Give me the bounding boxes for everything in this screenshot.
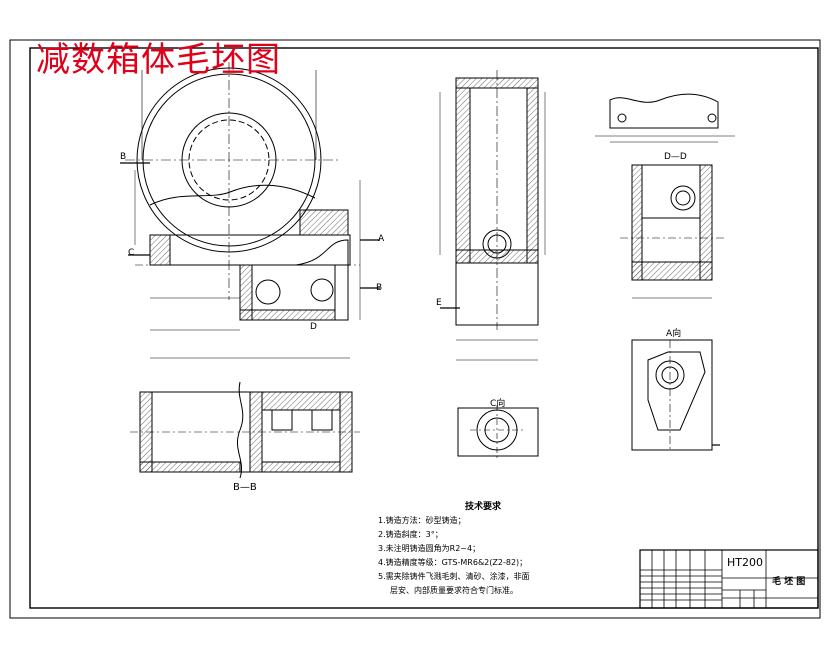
- label-view-c: C向: [490, 399, 506, 409]
- section-bb: [130, 381, 360, 479]
- note-item: 4.铸造精度等级：GTS-MR6&2(Z2-82)；: [378, 558, 528, 567]
- view-c: [457, 405, 539, 458]
- note-item: 1.铸造方法：砂型铸造；: [378, 516, 466, 525]
- material-label: HT200: [727, 556, 763, 569]
- technical-notes: 技术要求 1.铸造方法：砂型铸造； 2.铸造斜度：3°； 3.未注明铸造圆角为R…: [378, 500, 628, 598]
- c-view-top: [595, 93, 735, 143]
- marker-b-left: B: [120, 152, 127, 162]
- front-view: [120, 62, 380, 359]
- label-section-dd: D—D: [664, 152, 687, 162]
- marker-b-right: B: [376, 283, 383, 293]
- drawing-title: 减数箱体毛坯图: [36, 40, 281, 80]
- drawing-name-label: 毛 坯 图: [772, 577, 806, 587]
- view-a: [631, 339, 720, 451]
- marker-e-left: E: [436, 298, 442, 308]
- marker-a-right: A: [378, 234, 385, 244]
- notes-heading: 技术要求: [464, 502, 501, 512]
- label-view-a: A向: [666, 329, 682, 339]
- note-item: 3.未注明铸造圆角为R2~4；: [378, 544, 481, 553]
- inner-frame: [29, 47, 819, 609]
- note-item: 层安、内部质量要求符合专门标准。: [390, 586, 518, 595]
- section-dd: [620, 164, 725, 299]
- side-view: [439, 70, 546, 361]
- title-block-grid: [639, 549, 819, 609]
- marker-c-left: C: [128, 248, 135, 258]
- outer-frame: [9, 39, 821, 619]
- label-section-bb: B—B: [233, 482, 257, 493]
- marker-d-bottom: D: [310, 322, 317, 332]
- note-item: 5.需夹除铸件飞溅毛刺、清砂、涂漆，非面: [378, 572, 530, 581]
- note-item: 2.铸造斜度：3°；: [378, 530, 443, 539]
